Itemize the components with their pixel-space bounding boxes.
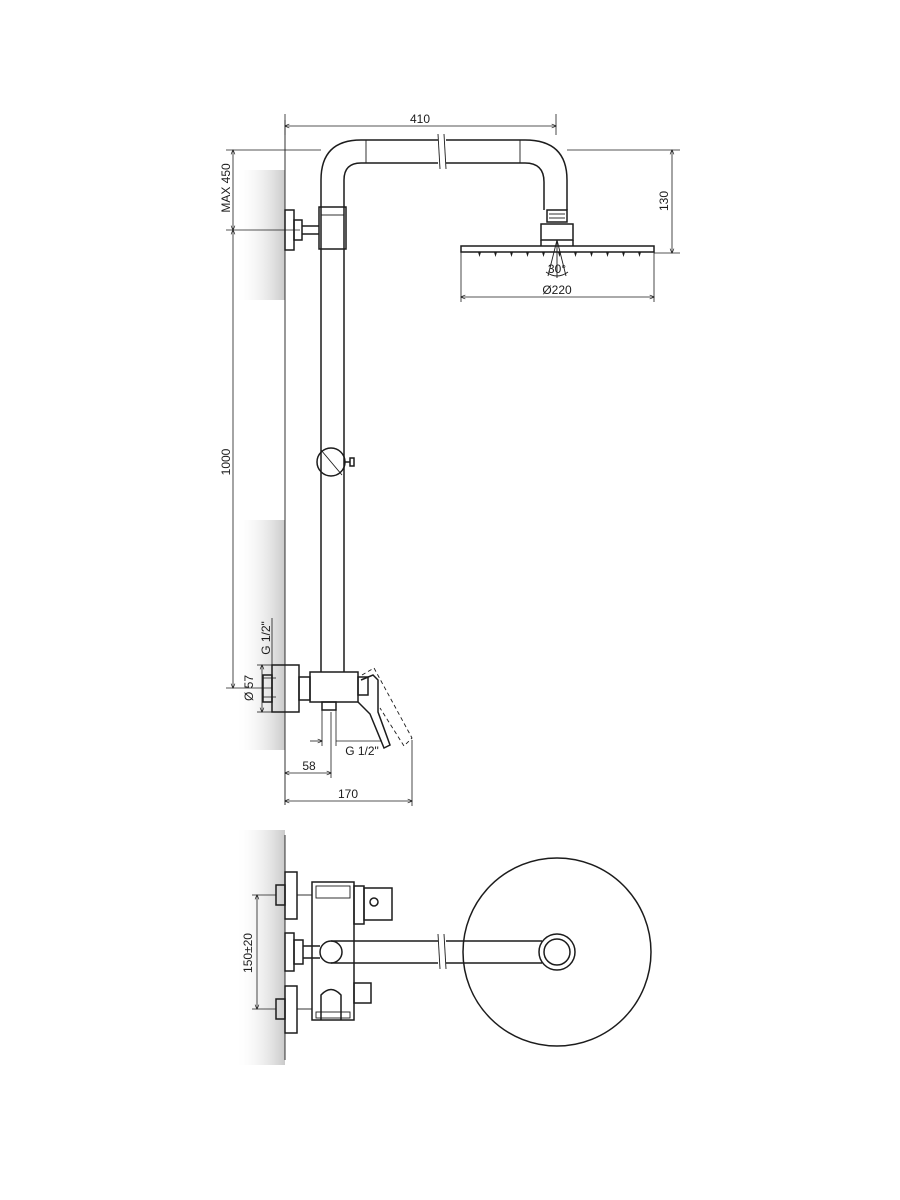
dim-57: Ø 57 <box>242 665 272 712</box>
vertical-rail <box>320 180 345 672</box>
dim-130-label: 130 <box>657 191 671 211</box>
dim-58: 58 <box>285 712 331 778</box>
nozzles <box>478 252 641 257</box>
head-connector <box>540 209 574 241</box>
dim-220-label: Ø220 <box>542 283 572 297</box>
mixer-body-top <box>311 881 393 1021</box>
dim-220: Ø220 <box>461 252 654 302</box>
dim-max-450-label: MAX 450 <box>219 163 233 213</box>
dim-130: 130 <box>567 150 680 253</box>
top-view: 150±20 <box>241 835 652 1060</box>
rail-slider <box>316 447 355 477</box>
rail-collar <box>318 206 347 250</box>
wall-shadow <box>235 170 285 1065</box>
dim-57-label: Ø 57 <box>242 675 256 701</box>
dim-1000: 1000 <box>219 230 272 688</box>
dim-150: 150±20 <box>241 895 276 1009</box>
dim-g12-inlet-label: G 1/2" <box>259 621 273 655</box>
dim-58-label: 58 <box>302 759 316 773</box>
dim-1000-label: 1000 <box>219 448 233 475</box>
spray-angle-label: 30° <box>548 262 566 276</box>
arm-top <box>319 933 542 970</box>
dim-170-label: 170 <box>338 787 358 801</box>
dim-150-label: 150±20 <box>241 933 255 973</box>
dim-410: 410 <box>285 112 556 135</box>
bracket-middle <box>284 932 320 972</box>
dim-g12-inlet: G 1/2" <box>259 618 276 698</box>
dim-max-450: MAX 450 <box>219 150 321 230</box>
shower-head-top <box>462 857 652 1047</box>
dim-g12-outlet: G 1/2" <box>310 710 382 758</box>
front-view: 410 MAX 450 130 30° Ø220 <box>219 112 680 806</box>
dim-g12-outlet-label: G 1/2" <box>345 744 379 758</box>
dim-170: 170 <box>285 740 412 806</box>
dim-410-label: 410 <box>410 112 430 126</box>
shower-arm <box>320 133 568 210</box>
